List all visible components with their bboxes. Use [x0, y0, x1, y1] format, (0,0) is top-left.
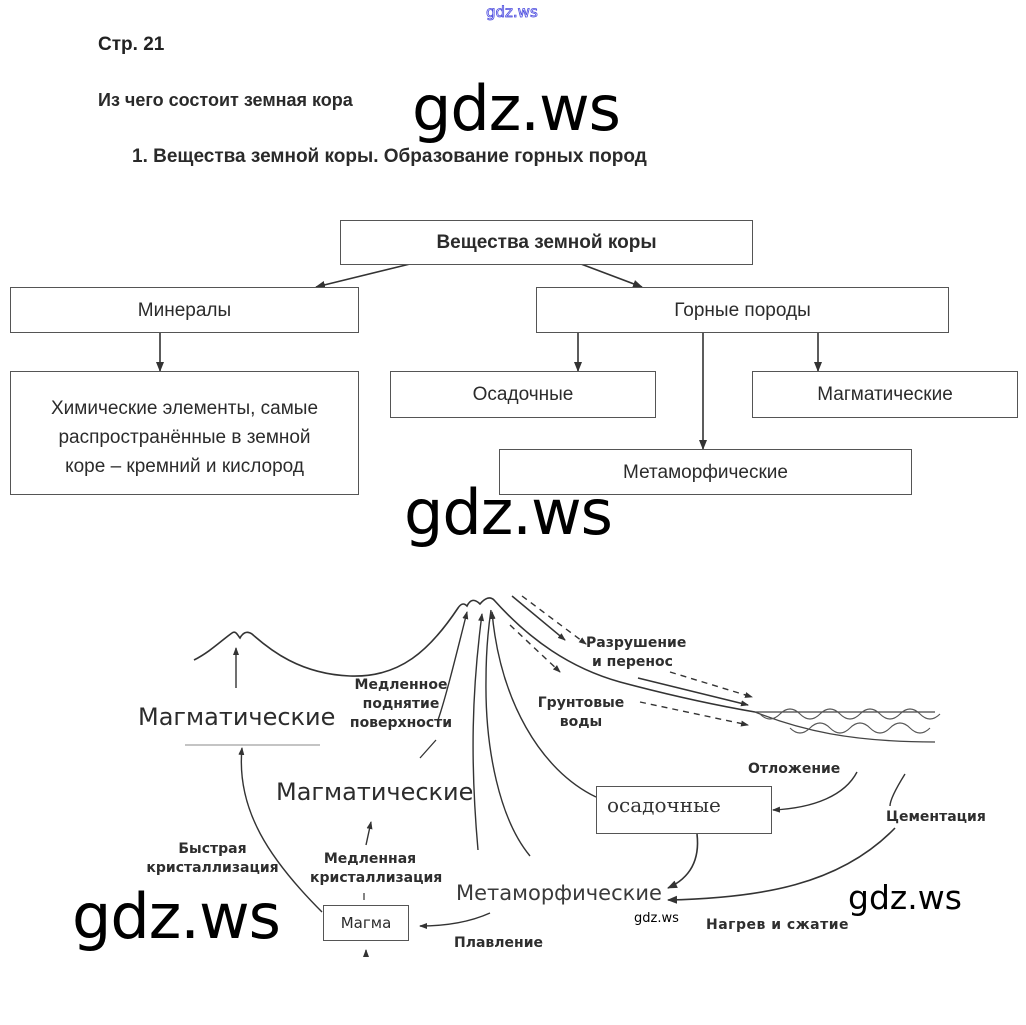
rc-melting-label: Плавление: [454, 935, 544, 951]
arrow-melting: [419, 912, 491, 929]
basin-bottom: [754, 711, 936, 743]
uplift-tick: [419, 739, 437, 759]
box-minerals-detail: Химические элементы, самые распространён…: [10, 371, 359, 495]
rc-heat-pressure-label: Нагрев и сжатие: [706, 917, 850, 933]
rc-sedimentary-label: осадочные: [607, 793, 721, 817]
rc-magma-box: Магма: [323, 905, 409, 941]
arrow-fast-cryst: [238, 747, 323, 913]
arrow-root-to-rocks: [580, 263, 643, 288]
box-sedimentary-label: Осадочные: [472, 384, 574, 405]
rc-slow-uplift-label: Медленное поднятие поверхности: [349, 677, 453, 731]
arrow-sedim-to-volcano: [489, 611, 597, 798]
box-minerals: Минералы: [10, 287, 359, 333]
basin-waves-2: [789, 722, 931, 734]
arrow-sedim-to-metamorphic: [667, 833, 699, 889]
section-title: Из чего состоит земная кора: [98, 90, 353, 110]
box-earth-crust-substances-label: Вещества земной коры: [436, 232, 657, 253]
rc-igneous-intrusive: Магматические: [276, 778, 474, 806]
box-earth-crust-substances: Вещества земной коры: [340, 220, 753, 265]
box-rocks: Горные породы: [536, 287, 949, 333]
arrow-heat-pressure: [667, 827, 896, 904]
arrow-erosion-solid-2: [637, 677, 749, 707]
item-title: 1. Вещества земной коры. Образование гор…: [132, 146, 647, 167]
rc-cementation-label: Цементация: [886, 809, 986, 825]
minerals-detail-line-1: Химические элементы, самые: [50, 397, 319, 419]
rc-fast-cryst-label: Быстрая кристаллизация: [146, 841, 279, 876]
rc-igneous-extrusive: Магматические: [138, 703, 336, 731]
box-minerals-label: Минералы: [137, 299, 232, 321]
rc-deposition-label: Отложение: [748, 761, 841, 777]
arrow-erosion-dashed-3: [669, 671, 753, 698]
rc-slow-cryst-label: Медленная кристаллизация: [310, 851, 443, 886]
arrow-erosion-dashed-1: [521, 595, 587, 645]
watermark-large: gdz.ws: [72, 880, 281, 953]
landscape-surface: [193, 597, 756, 713]
arrow-groundwater-dashed: [639, 701, 749, 727]
box-igneous-label: Магматические: [817, 384, 953, 405]
arrow-uplift-1: [437, 611, 469, 721]
arrow-uplift-2: [472, 613, 485, 851]
arrow-cementation: [889, 773, 906, 807]
watermark-top: gdz.ws: [486, 3, 539, 22]
rc-destruction-label: Разрушение и перенос: [586, 635, 687, 670]
watermark-medium: gdz.ws: [848, 878, 962, 917]
arrow-uplift-3: [485, 609, 531, 857]
page-number-label: Стр. 21: [98, 34, 165, 55]
watermark-large: gdz.ws: [412, 72, 621, 145]
arrow-root-to-minerals: [315, 263, 411, 289]
basin-waves-1: [759, 708, 941, 720]
box-metamorphic: Метаморфические: [499, 449, 912, 495]
watermark-large: gdz.ws: [404, 476, 613, 549]
box-rocks-label: Горные породы: [674, 299, 811, 321]
rc-sedimentary-box: осадочные: [596, 786, 772, 834]
arrow-slow-cryst: [365, 821, 373, 846]
minerals-detail-line-3: коре – кремний и кислород: [65, 455, 304, 477]
box-sedimentary: Осадочные: [390, 371, 656, 418]
rc-metamorphic: Метаморфические: [456, 881, 662, 905]
rc-magma-label: Магма: [340, 913, 392, 932]
watermark-small: gdz.ws: [634, 911, 679, 926]
arrow-deposition: [772, 771, 858, 813]
box-metamorphic-label: Метаморфические: [623, 461, 788, 483]
minerals-detail-line-2: распространённые в земной: [58, 426, 311, 448]
box-igneous: Магматические: [752, 371, 1018, 418]
arrow-erosion-solid-1: [511, 595, 566, 641]
rc-groundwater-label: Грунтовые воды: [537, 695, 625, 730]
arrow-erosion-dashed-2: [509, 624, 561, 673]
